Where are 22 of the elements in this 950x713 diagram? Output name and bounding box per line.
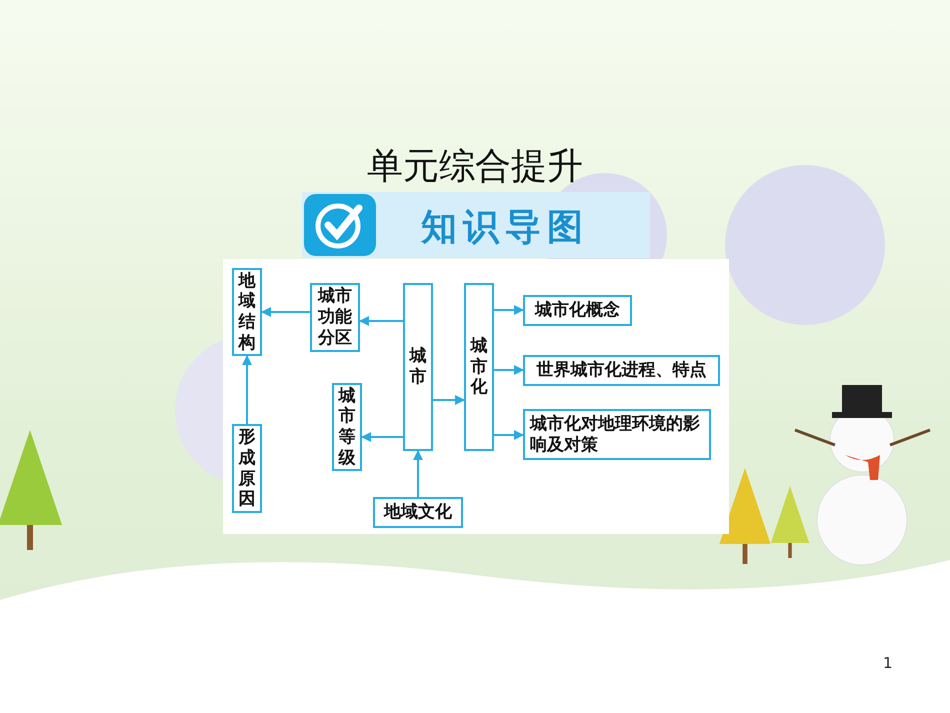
concept-box: 地域文化 — [373, 497, 463, 528]
concept-box: 地域结构 — [232, 268, 262, 356]
concept-box: 城市等级 — [332, 383, 362, 471]
concept-box: 世界城市化进程、特点 — [523, 355, 720, 386]
arrow — [413, 450, 423, 497]
arrow — [494, 430, 524, 440]
concept-box: 形成原因 — [232, 424, 262, 513]
concept-box: 城市功能分区 — [310, 283, 360, 352]
arrow — [242, 355, 252, 424]
page-number: 1 — [883, 654, 893, 672]
banner-heading: 知识导图 — [420, 206, 590, 250]
title: 单元综合提升 — [366, 145, 584, 189]
arrow — [359, 316, 403, 326]
arrow — [433, 395, 465, 405]
arrow — [494, 305, 524, 315]
arrow — [361, 432, 403, 442]
concept-box: 城市化 — [464, 283, 494, 451]
concept-box: 城市化概念 — [523, 295, 632, 326]
arrow — [494, 365, 524, 375]
arrow — [261, 307, 310, 317]
concept-box: 城市化对地理环境的影响及对策 — [523, 409, 711, 460]
concept-box: 城市 — [403, 283, 433, 451]
